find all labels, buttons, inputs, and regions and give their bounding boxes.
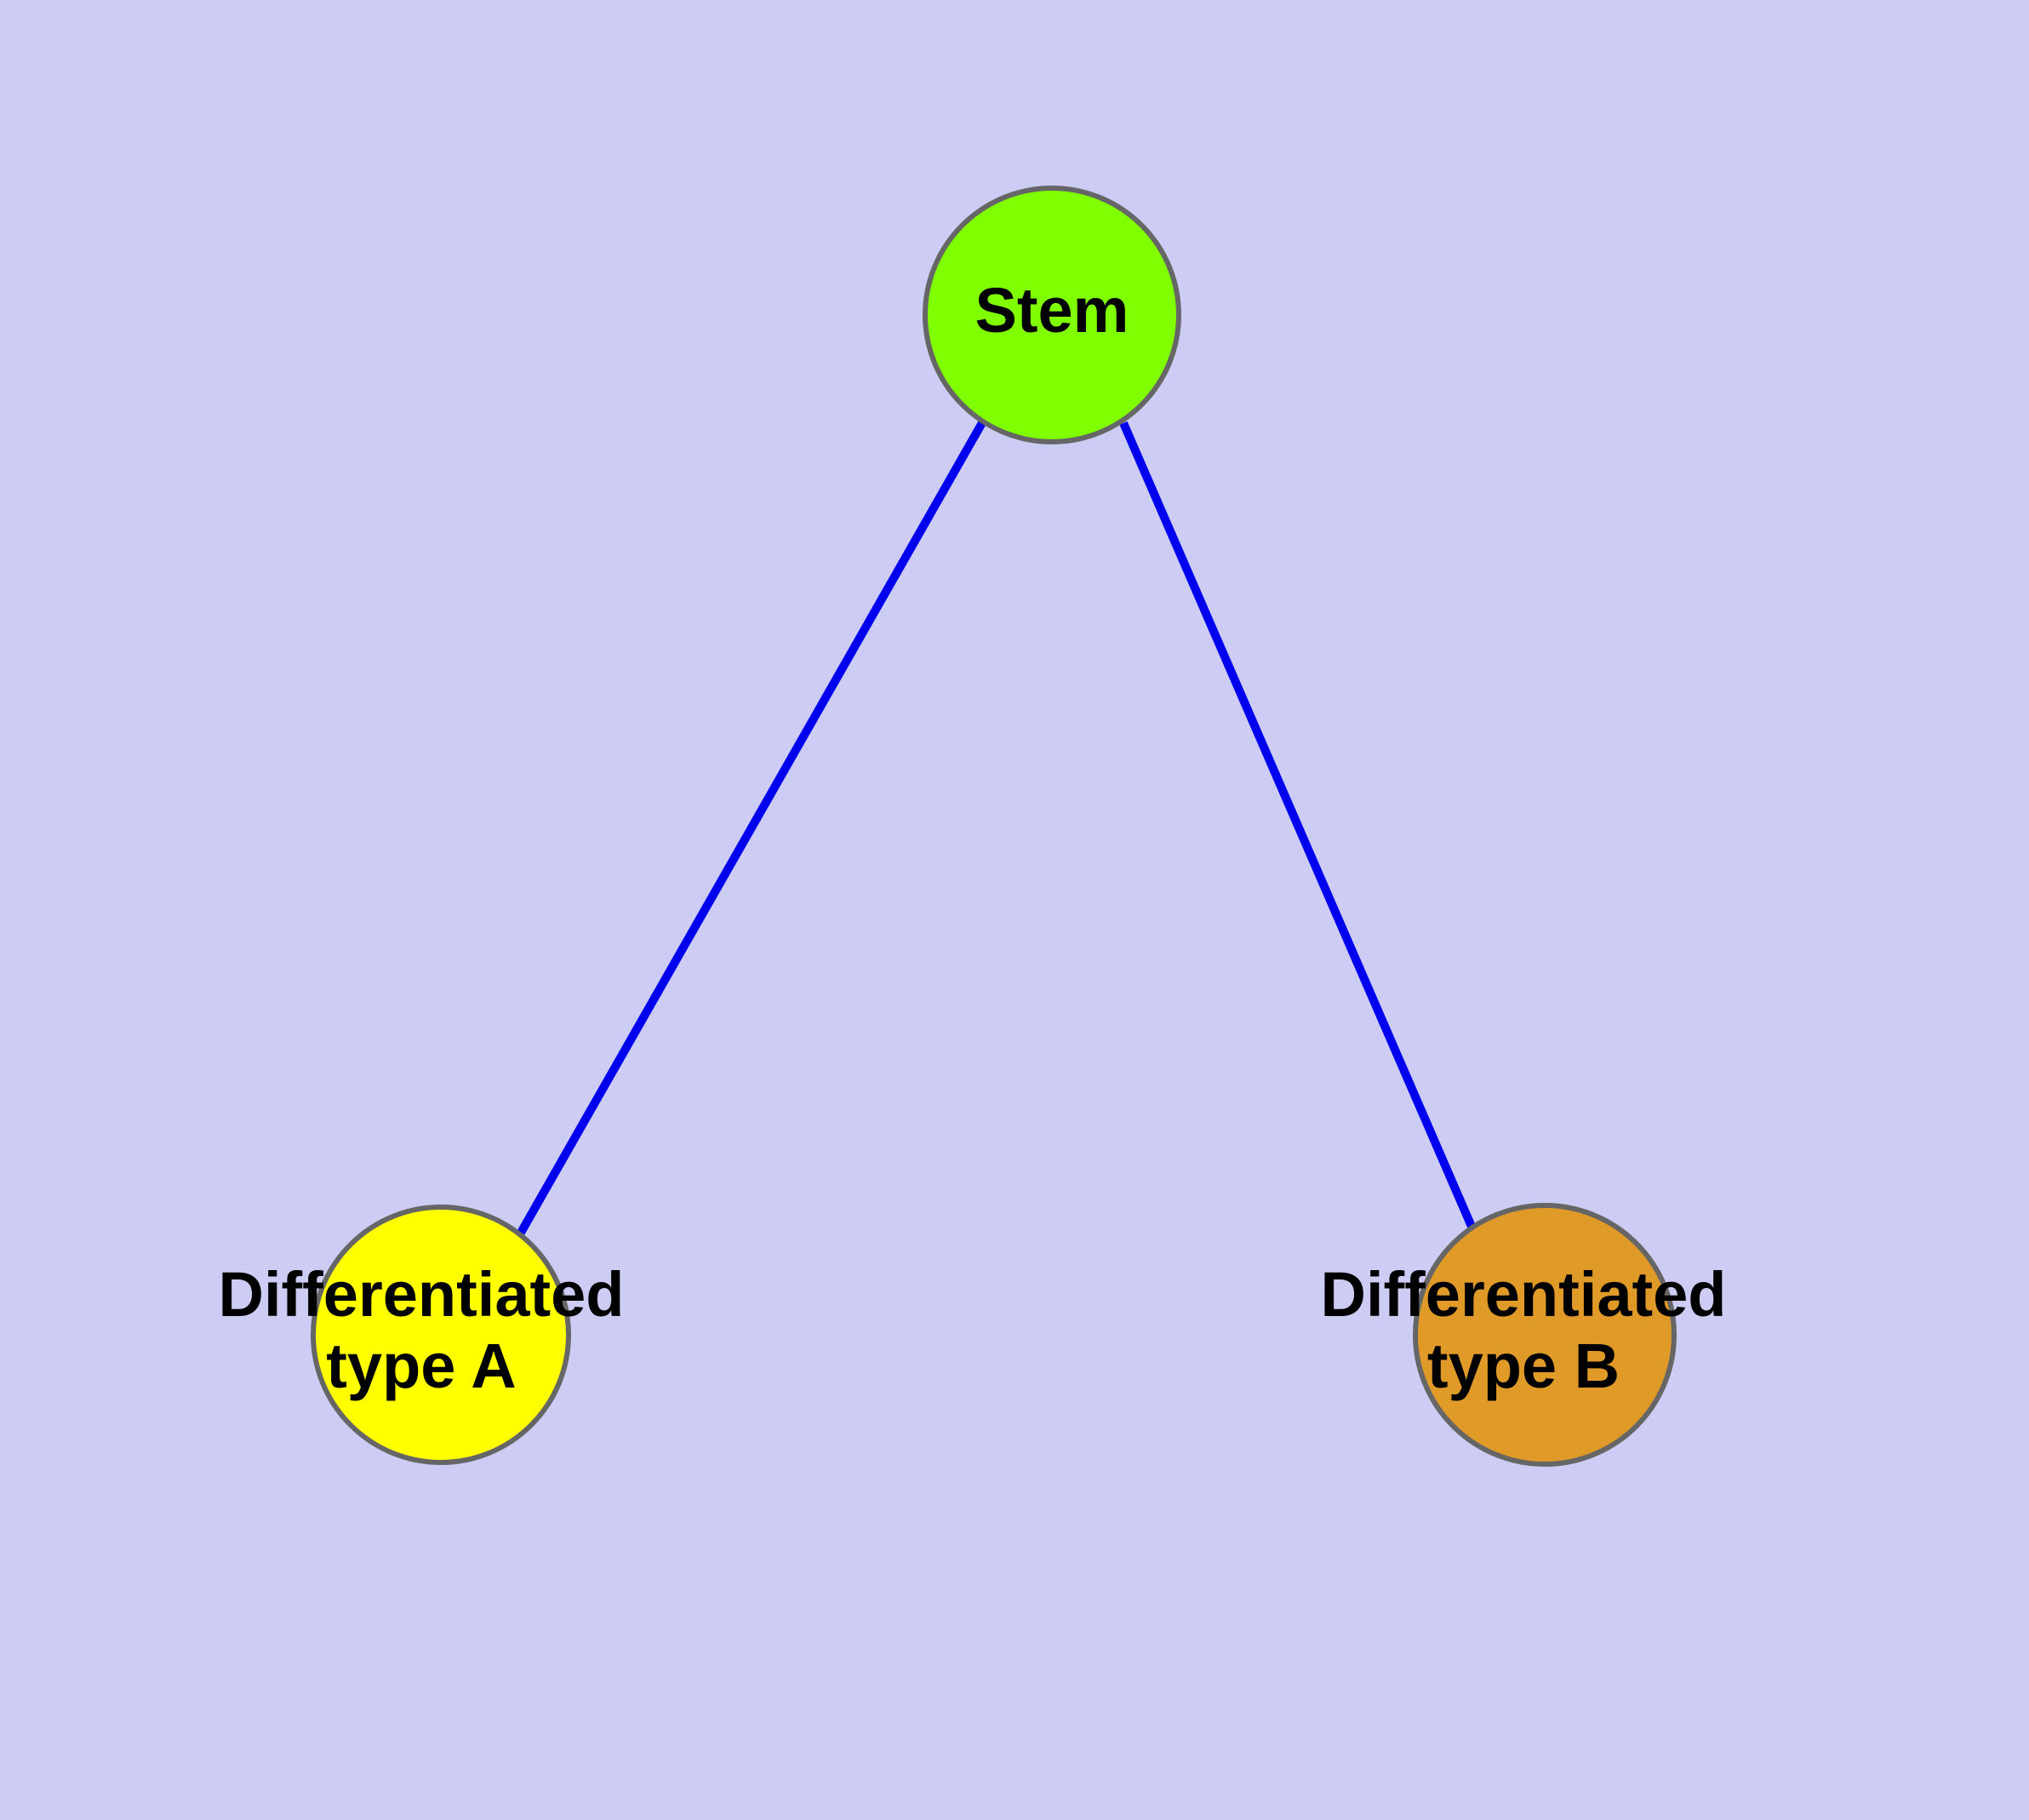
edges-group [517, 419, 1477, 1235]
node-label-line: Stem [975, 275, 1129, 346]
edge-stem-to-diff-a [517, 419, 987, 1235]
node-diff_b[interactable] [1413, 1203, 1677, 1467]
node-stem[interactable] [923, 186, 1181, 444]
node-diff_a[interactable] [311, 1205, 571, 1465]
edge-stem-to-diff-b [1119, 421, 1477, 1230]
node-label-stem: Stem [975, 275, 1129, 346]
node-label-line: Differentiated [1321, 1259, 1727, 1330]
nodes-group [311, 186, 1677, 1467]
node-label-line: Differentiated [219, 1259, 625, 1330]
node-label-line: type B [1427, 1331, 1620, 1401]
node-label-line: type A [326, 1331, 516, 1401]
